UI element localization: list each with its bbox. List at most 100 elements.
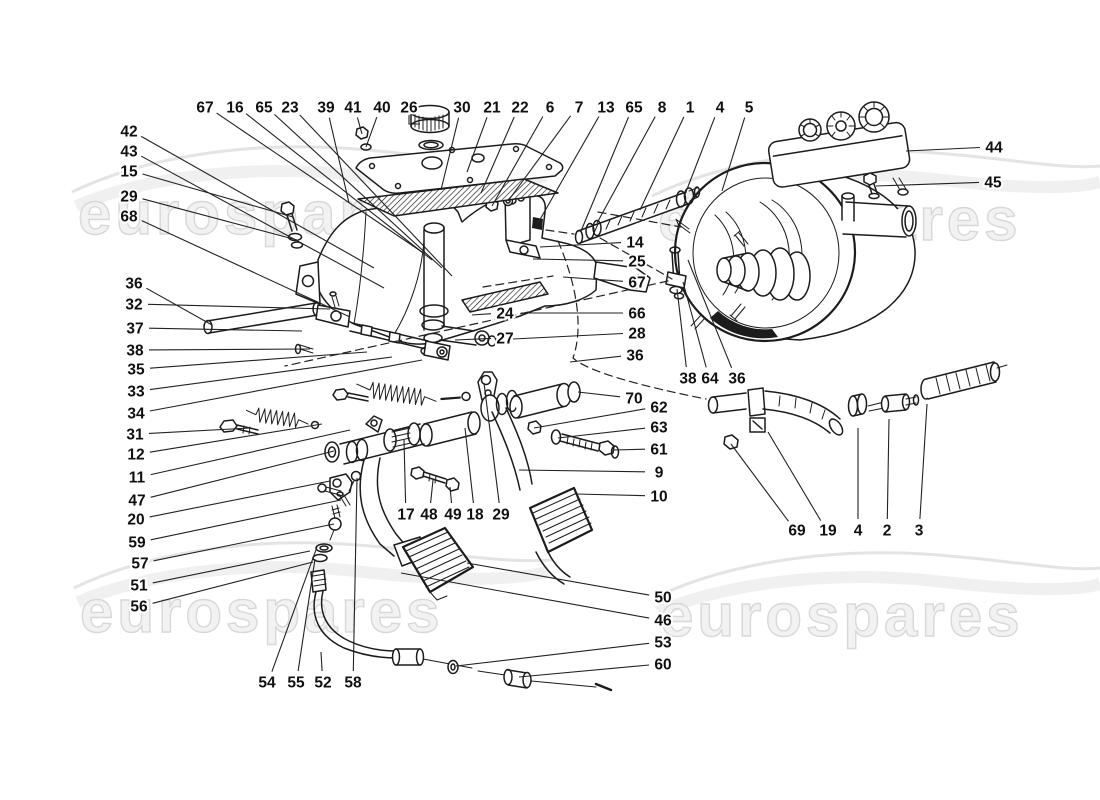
- leader-line: [612, 448, 646, 451]
- vacuum-pushrod-hose: [574, 186, 701, 245]
- callout-5: 5: [721, 98, 756, 192]
- leader-line: [149, 351, 368, 369]
- booster-shadow-crescent: [710, 311, 778, 339]
- part-number: 22: [511, 100, 528, 117]
- callout-30: 30: [440, 98, 473, 191]
- part-number: 15: [120, 164, 138, 181]
- part-number: 54: [258, 675, 276, 692]
- callout-12: 12: [125, 423, 323, 466]
- leader-line: [518, 469, 646, 473]
- callout-50: 50: [466, 562, 674, 609]
- serrated-strip: [461, 281, 549, 313]
- callout-15: 15: [118, 162, 294, 218]
- part-number: 35: [127, 362, 145, 379]
- part-number: 19: [819, 523, 837, 540]
- cable-fork-20: [329, 470, 362, 501]
- part-number: 36: [626, 348, 644, 365]
- brake-pedal-pad: [528, 486, 594, 554]
- part-number: 2: [883, 523, 892, 540]
- part-number: 28: [628, 326, 646, 343]
- part-number: 29: [492, 507, 510, 524]
- part-number: 11: [129, 470, 146, 487]
- leader-line: [141, 155, 385, 289]
- callout-36: 36: [569, 346, 646, 367]
- watermark-bottom-right: eurospares: [653, 551, 1100, 650]
- callout-10: 10: [575, 487, 670, 508]
- callout-17: 17: [395, 439, 417, 526]
- leader-line: [149, 480, 331, 518]
- leader-line: [142, 173, 294, 218]
- part-number: 39: [317, 100, 335, 117]
- spring-anchor-bolt-31: [219, 419, 259, 435]
- part-number: 26: [400, 100, 418, 117]
- leader-line: [533, 408, 646, 429]
- callout-29: 29: [483, 382, 512, 526]
- leader-line: [140, 135, 375, 269]
- brake-pedal: [491, 407, 594, 585]
- callout-49: 49: [442, 486, 464, 526]
- part-number: 68: [120, 209, 138, 226]
- ball-pin-58: [350, 470, 362, 482]
- leader-line: [449, 486, 453, 504]
- part-number: 40: [373, 100, 390, 117]
- leader-line: [569, 355, 622, 363]
- callout-43: 43: [118, 142, 385, 289]
- part-number: 31: [126, 427, 144, 444]
- part-number: 65: [255, 100, 273, 117]
- washer-63: [550, 429, 562, 445]
- cap-seal-ring-30: [418, 139, 444, 151]
- leader-line: [687, 259, 733, 369]
- leader-line: [150, 450, 335, 498]
- leader-line: [480, 116, 515, 194]
- callout-36: 36: [687, 259, 748, 390]
- callout-33: 33: [125, 356, 393, 403]
- leader-line: [455, 642, 650, 667]
- part-number: 12: [127, 447, 144, 464]
- callout-18: 18: [464, 427, 486, 526]
- booster-rim-ring: [692, 177, 840, 329]
- callout-31: 31: [124, 425, 251, 446]
- locknut-33: [388, 331, 401, 344]
- leader-line: [408, 115, 420, 125]
- part-number: 49: [444, 507, 462, 524]
- dashed-guides: [284, 211, 707, 400]
- callout-44: 44: [905, 138, 1005, 159]
- bolt-45: [863, 172, 880, 200]
- washer-51: [315, 543, 333, 553]
- spring-anchor-bolt-12: [332, 388, 369, 402]
- watermark-text: eurospares: [80, 578, 444, 645]
- part-number: 36: [728, 371, 746, 388]
- callout-62: 62: [533, 398, 670, 429]
- leader-line: [400, 572, 650, 619]
- part-number: 23: [281, 100, 299, 117]
- cable-washer-53: [447, 659, 459, 675]
- part-number: 8: [658, 100, 667, 117]
- stop-bolt-48-49: [410, 466, 460, 492]
- leader-line: [299, 114, 453, 277]
- leader-line: [639, 116, 685, 211]
- leader-line: [430, 479, 434, 504]
- callout-28: 28: [512, 324, 648, 345]
- leader-line: [466, 117, 488, 173]
- fork-bolt: [317, 483, 327, 493]
- callout-69: 69: [730, 443, 808, 542]
- clutch-clamp-ear: [365, 415, 383, 433]
- part-number: 43: [120, 144, 138, 161]
- part-number: 25: [628, 254, 646, 271]
- leader-line: [403, 439, 407, 504]
- callout-61: 61: [612, 440, 670, 461]
- leader-line: [152, 561, 314, 604]
- leader-line: [575, 493, 646, 497]
- callout-6: 6: [491, 98, 557, 207]
- leader-line: [483, 382, 500, 504]
- leader-line: [886, 418, 890, 520]
- filler-cap-26: [410, 104, 450, 151]
- callout-38: 38: [124, 341, 311, 362]
- part-number: 65: [625, 100, 643, 117]
- callout-38: 38: [676, 288, 699, 390]
- callout-51: 51: [128, 550, 311, 597]
- part-number: 29: [120, 189, 138, 206]
- leader-line: [721, 117, 746, 192]
- callout-32: 32: [123, 295, 331, 316]
